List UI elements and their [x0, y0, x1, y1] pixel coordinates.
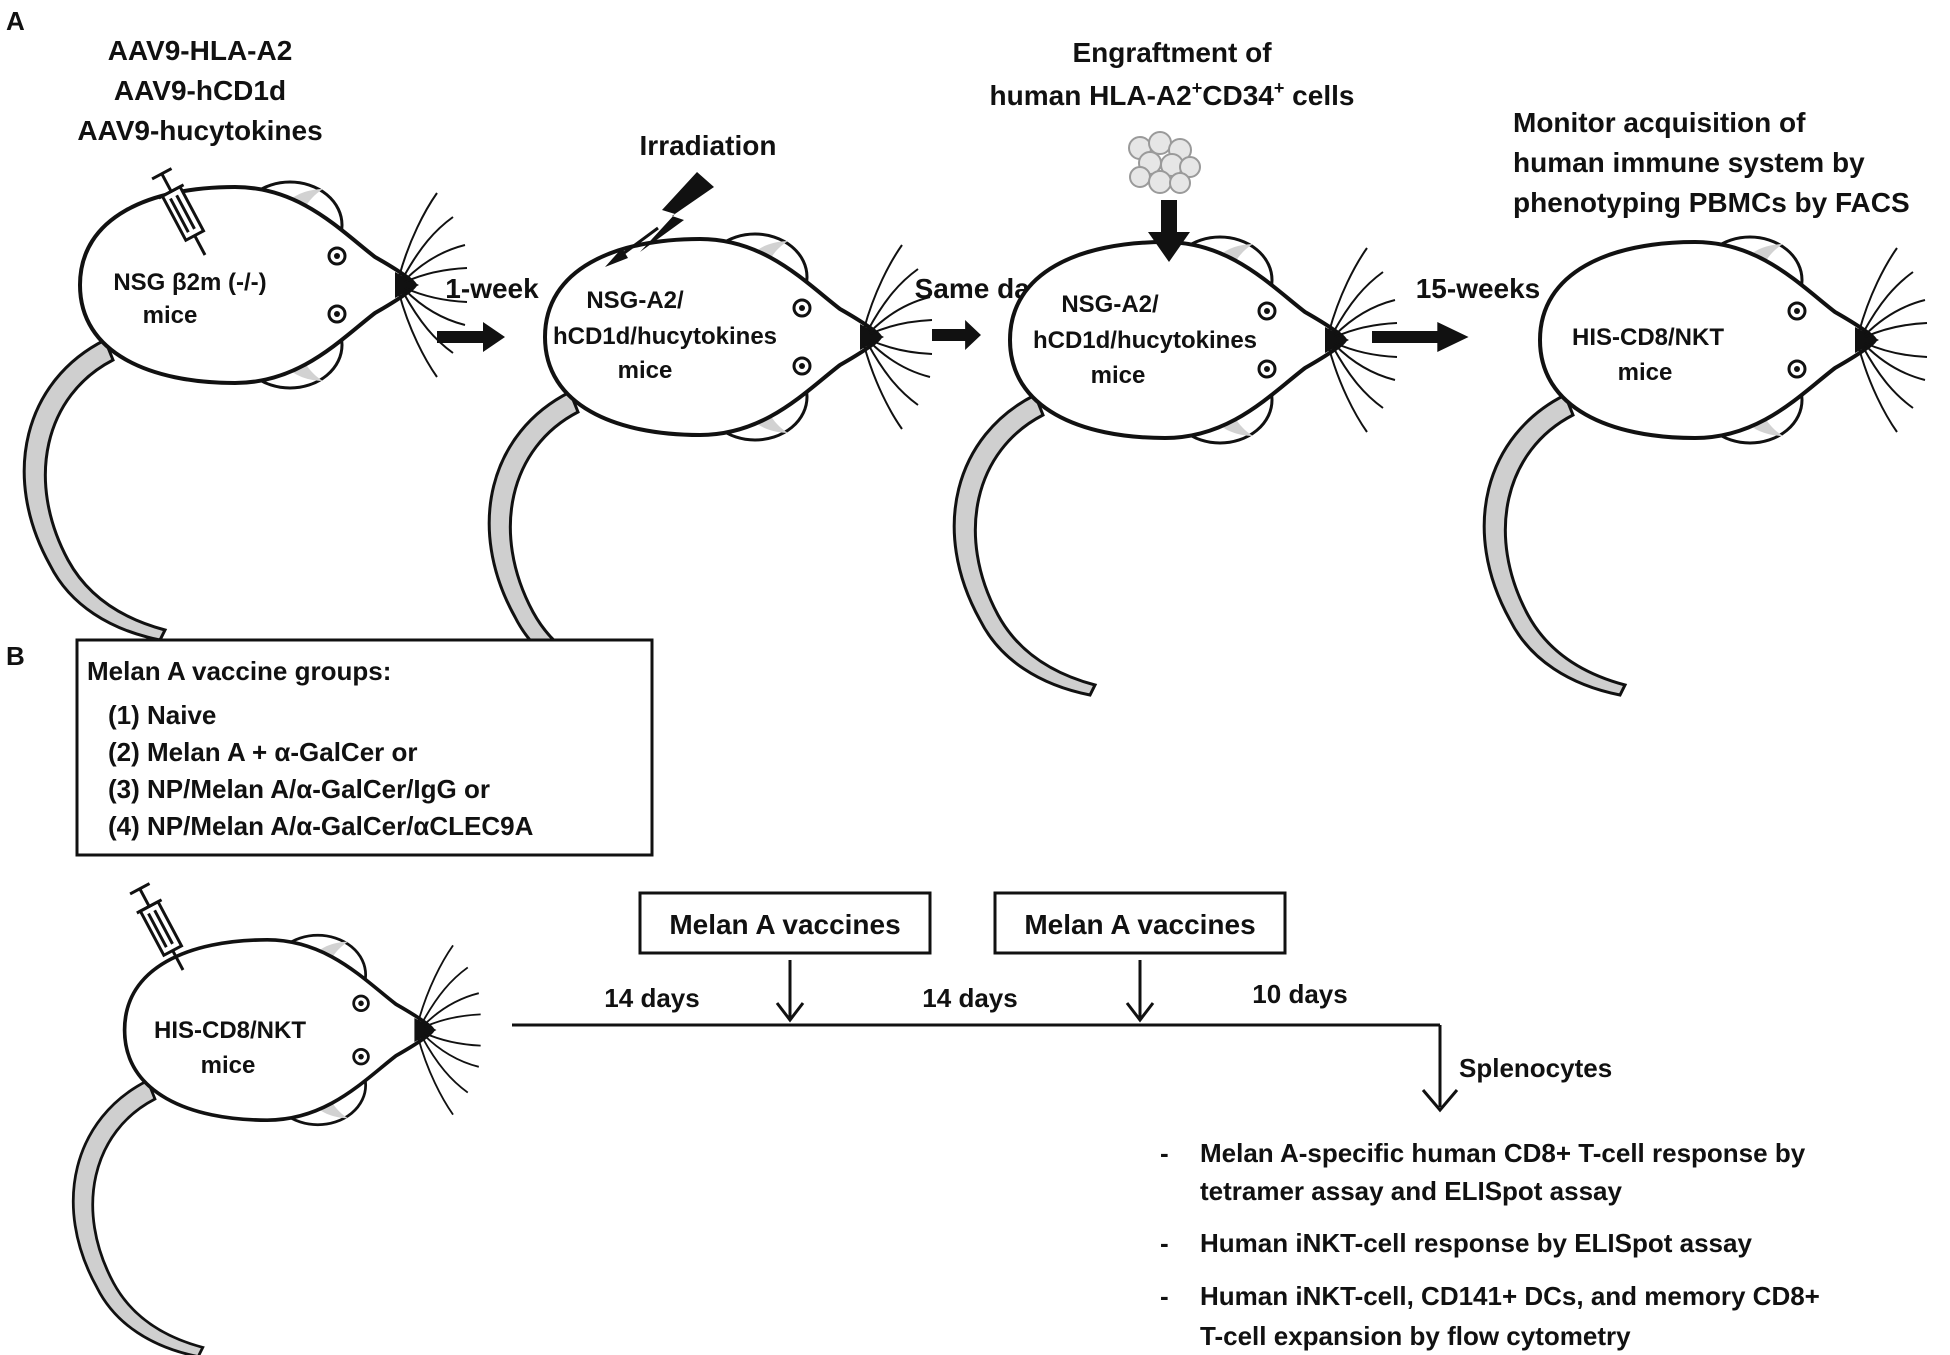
mouse-label: HIS-CD8/NKT: [1572, 324, 1724, 351]
mouse-label: hCD1d/hucytokines: [1033, 327, 1257, 354]
interval-label: 14 days: [922, 983, 1017, 1013]
monitor-line: Monitor acquisition of: [1513, 107, 1806, 138]
arrow-right-icon: [932, 320, 981, 350]
step-label-15-weeks: 15-weeks: [1416, 273, 1541, 304]
readout-item: tetramer assay and ELISpot assay: [1200, 1176, 1623, 1206]
mouse-label: mice: [1618, 359, 1673, 386]
engraftment-label: Engraftment of human HLA-A2+CD34+ cells: [990, 37, 1355, 111]
readout-item: Human iNKT-cell, CD141+ DCs, and memory …: [1200, 1281, 1820, 1311]
mouse-nsg-a2-engrafted: NSG-A2/ hCD1d/hucytokines mice: [952, 235, 1399, 697]
mouse-nsg-b2m: NSG β2m (-/-) mice: [22, 180, 470, 642]
group-item: (4) NP/Melan A/α-GalCer/αCLEC9A: [108, 811, 534, 841]
group-item: (2) Melan A + α-GalCer or: [108, 737, 418, 767]
engraftment-line: human HLA-A2+CD34+ cells: [990, 78, 1355, 111]
mouse-label: NSG-A2/: [586, 287, 684, 314]
monitor-line: phenotyping PBMCs by FACS: [1513, 187, 1910, 218]
lightning-bolt-icon: [605, 172, 714, 267]
monitor-label: Monitor acquisition of human immune syst…: [1513, 107, 1910, 218]
mouse-label: mice: [1091, 362, 1146, 389]
monitor-line: human immune system by: [1513, 147, 1865, 178]
mouse-label: hCD1d/hucytokines: [553, 323, 777, 350]
readout-item: T-cell expansion by flow cytometry: [1200, 1321, 1631, 1351]
splenocytes-label: Splenocytes: [1459, 1053, 1612, 1083]
svg-text:-: -: [1160, 1138, 1169, 1168]
mouse-nsg-a2-irradiated: NSG-A2/ hCD1d/hucytokines mice: [487, 232, 934, 694]
irradiation-label: Irradiation: [640, 130, 777, 161]
injection-label: AAV9-HLA-A2 AAV9-hCD1d AAV9-hucytokines: [77, 35, 322, 146]
readout-list: - Melan A-specific human CD8+ T-cell res…: [1160, 1138, 1820, 1351]
svg-text:-: -: [1160, 1281, 1169, 1311]
interval-label: 10 days: [1252, 979, 1347, 1009]
mouse-his-cd8-nkt-vaccinated: HIS-CD8/NKT mice: [71, 933, 483, 1355]
readout-item: Melan A-specific human CD8+ T-cell respo…: [1200, 1138, 1806, 1168]
mouse-label: mice: [618, 357, 673, 384]
mouse-label: NSG β2m (-/-): [113, 269, 266, 296]
injection-line: AAV9-HLA-A2: [108, 35, 293, 66]
injection-line: AAV9-hCD1d: [114, 75, 286, 106]
vaccine-box-label: Melan A vaccines: [1024, 909, 1255, 940]
vaccine-box-1: [638, 891, 932, 955]
mouse-label: mice: [143, 302, 198, 329]
injection-line: AAV9-hucytokines: [77, 115, 322, 146]
svg-text:-: -: [1160, 1228, 1169, 1258]
group-item: (1) Naive: [108, 700, 216, 730]
interval-label: 14 days: [604, 983, 699, 1013]
vaccine-box-2: [993, 891, 1287, 955]
arrow-down-icon: [1148, 200, 1190, 262]
vaccine-groups-box: Melan A vaccine groups: (1) Naive (2) Me…: [75, 638, 654, 857]
mouse-label: NSG-A2/: [1061, 291, 1159, 318]
arrow-right-icon: [1372, 322, 1469, 352]
panel-b-label: B: [6, 641, 25, 671]
groups-title: Melan A vaccine groups:: [87, 656, 391, 686]
vaccine-box-label: Melan A vaccines: [669, 909, 900, 940]
step-label-1-week: 1-week: [445, 273, 539, 304]
mouse-label: mice: [201, 1052, 256, 1079]
cell-cluster-icon: [1128, 131, 1201, 194]
mouse-label: HIS-CD8/NKT: [154, 1017, 306, 1044]
mouse-his-cd8-nkt: HIS-CD8/NKT mice: [1482, 235, 1929, 697]
panel-a-label: A: [6, 6, 25, 36]
engraftment-line: Engraftment of: [1072, 37, 1272, 68]
group-item: (3) NP/Melan A/α-GalCer/IgG or: [108, 774, 490, 804]
readout-item: Human iNKT-cell response by ELISpot assa…: [1200, 1228, 1752, 1258]
vaccination-timeline: Melan A vaccines Melan A vaccines 14 day…: [512, 891, 1612, 1113]
